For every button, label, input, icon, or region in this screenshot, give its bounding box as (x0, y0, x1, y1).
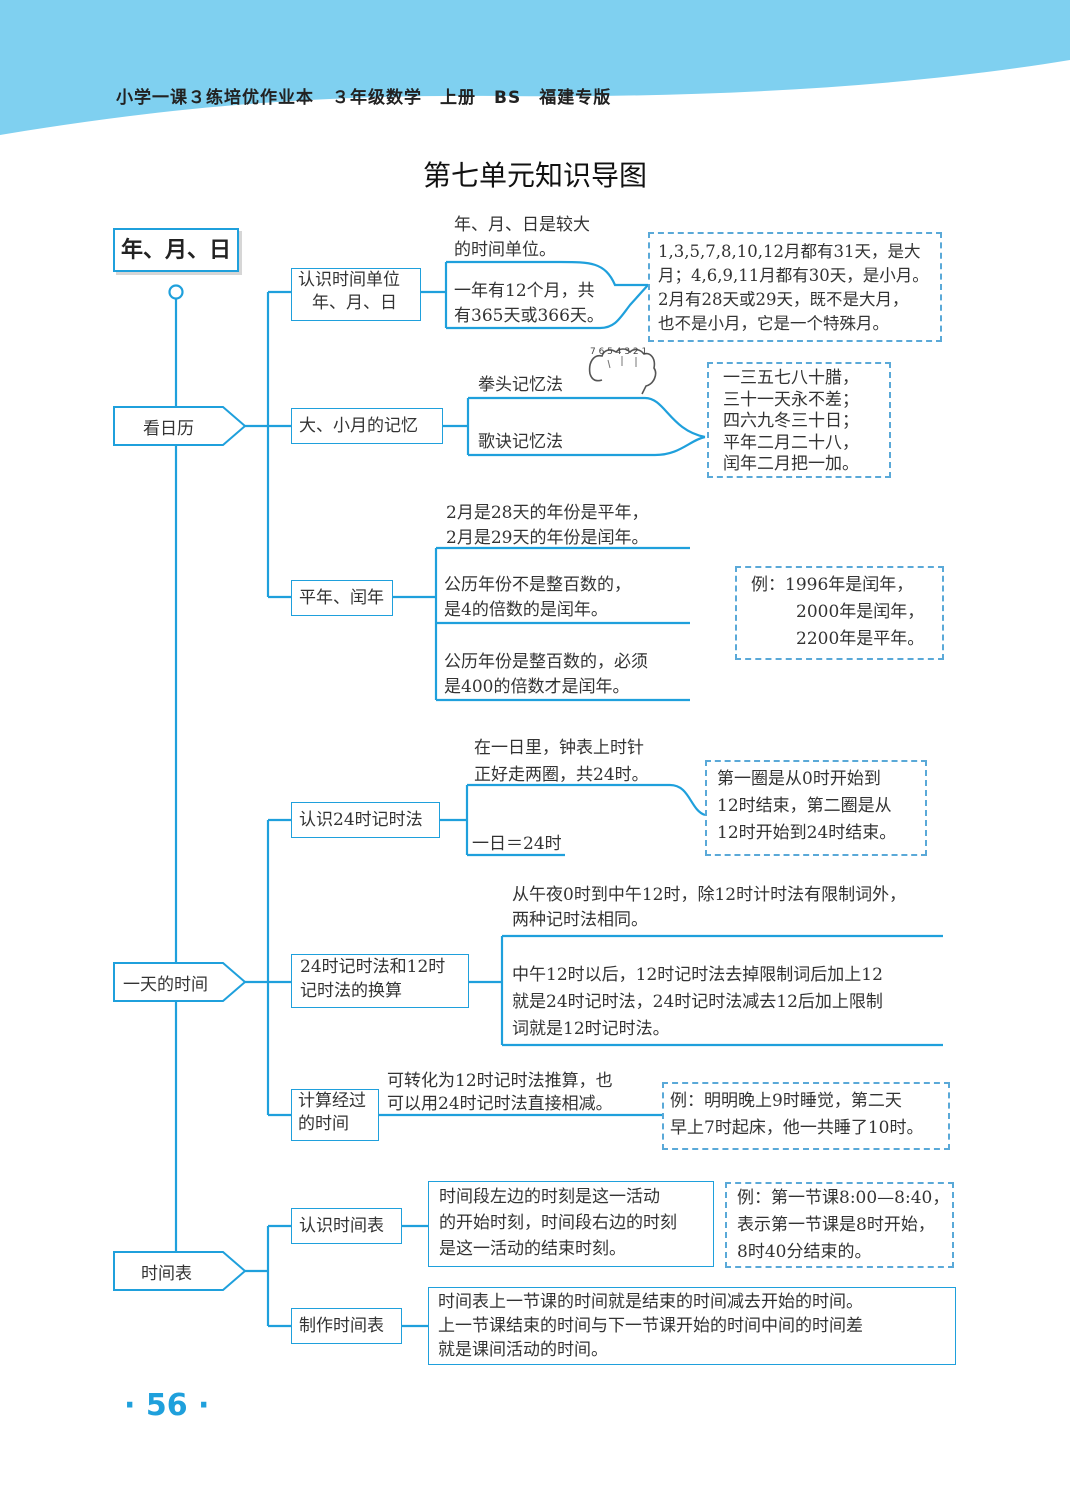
node-make-timetable-label: 制作时间表 (299, 1316, 384, 1336)
node-elapsed-line2: 的时间 (298, 1114, 349, 1134)
note-song-line: 一三五七八十腊， (723, 368, 859, 388)
note-24h-line: 第一圈是从0时开始到 (717, 769, 881, 789)
text-elapsed: 可转化为12时记时法推算，也 可以用24时记时法直接相减。 (387, 1070, 613, 1116)
text-units-a2: 的时间单位。 (454, 240, 556, 260)
note-leap-example: 例：1996年是闰年， 2000年是闰年， 2200年是平年。 (735, 566, 944, 660)
text-conv-b3: 词就是12时记时法。 (512, 1019, 670, 1039)
node-day: 一天的时间 (113, 962, 247, 1002)
note-timetable-line: 例：第一节课8:00—8:40， (737, 1188, 950, 1208)
box-timetable-read: 时间段左边的时刻是这一活动 的开始时刻，时间段右边的时刻 是这一活动的结束时刻。 (428, 1181, 714, 1267)
node-read-timetable: 认识时间表 (291, 1208, 402, 1244)
fist-icon: 7 6 5 4 3 2 1 (588, 347, 657, 395)
text-24h-a1: 在一日里，钟表上时针 (474, 738, 644, 758)
text-conv-b: 中午12时以后，12时记时法去掉限制词后加上12 就是24时记时法，24时记时法… (512, 962, 883, 1043)
text-leap-a2: 2月是29天的年份是闰年。 (446, 528, 649, 548)
text-leap-c: 公历年份是整百数的，必须 是400的倍数才是闰年。 (444, 650, 648, 700)
text-elapsed-a1: 可转化为12时记时法推算，也 (387, 1071, 613, 1091)
note-leap-line: 2000年是闰年， (796, 602, 925, 622)
text-units-a1: 年、月、日是较大 (454, 215, 590, 235)
node-make-timetable: 制作时间表 (291, 1308, 402, 1344)
text-elapsed-a2: 可以用24时记时法直接相减。 (387, 1094, 613, 1114)
text-leap-c1: 公历年份是整百数的，必须 (444, 652, 648, 672)
text-conv-a2: 两种记时法相同。 (512, 910, 648, 930)
box-timetable-read-line: 的开始时刻，时间段右边的时刻 (439, 1213, 677, 1233)
page-title: 第七单元知识导图 (422, 159, 647, 192)
text-conv-b2: 就是24时记时法，24时记时法减去12后加上限制 (512, 992, 883, 1012)
note-timetable-line: 8时40分结束的。 (737, 1242, 872, 1262)
note-song-line: 平年二月二十八， (723, 432, 859, 453)
box-timetable-read-line: 时间段左边的时刻是这一活动 (439, 1187, 660, 1207)
node-conversion-line2: 记时法的换算 (300, 981, 402, 1001)
node-calendar: 看日历 (113, 406, 247, 446)
text-fist-method: 拳头记忆法 (478, 375, 563, 395)
header-text: 小学一课３练培优作业本 ３年级数学 上册 BS 福建专版 (116, 88, 612, 108)
note-months: 1,3,5,7,8,10,12月都有31天，是大 月；4,6,9,11月都有30… (648, 232, 942, 342)
text-24h-a: 在一日里，钟表上时针 正好走两圈，共24时。 (474, 735, 649, 789)
note-24h: 第一圈是从0时开始到 12时结束，第二圈是从 12时开始到24时结束。 (705, 760, 927, 856)
page-number: · 56 · (124, 1388, 210, 1423)
text-conv-b1: 中午12时以后，12时记时法去掉限制词后加上12 (512, 965, 883, 985)
note-timetable: 例：第一节课8:00—8:40， 表示第一节课是8时开始， 8时40分结束的。 (725, 1182, 954, 1268)
text-units-b2: 有365天或366天。 (454, 306, 604, 326)
text-leap-b2: 是4的倍数的是闰年。 (444, 600, 608, 620)
node-elapsed-line1: 计算经过 (298, 1091, 366, 1111)
note-elapsed-line: 早上7时起床，他一共睡了10时。 (670, 1118, 924, 1138)
text-leap-b: 公历年份不是整百数的， 是4的倍数的是闰年。 (444, 573, 631, 623)
note-24h-line: 12时结束，第二圈是从 (717, 796, 892, 816)
fist-numbers: 7 6 5 4 3 2 1 (590, 347, 647, 357)
node-timetable: 时间表 (113, 1251, 247, 1291)
text-leap-b1: 公历年份不是整百数的， (444, 575, 631, 595)
text-leap-a1: 2月是28天的年份是平年， (446, 503, 649, 523)
note-elapsed-line: 例：明明晚上9时睡觉，第二天 (670, 1091, 902, 1111)
box-timetable-make-line: 上一节课结束的时间与下一节课开始的时间中间的时间差 (438, 1316, 863, 1336)
text-units-a: 年、月、日是较大 的时间单位。 (454, 213, 590, 263)
node-month-memory: 大、小月的记忆 (291, 408, 443, 444)
text-leap-c2: 是400的倍数才是闰年。 (444, 677, 630, 697)
note-timetable-line: 表示第一节课是8时开始， (737, 1215, 935, 1235)
text-leap-a: 2月是28天的年份是平年， 2月是29天的年份是闰年。 (446, 501, 648, 551)
node-leap-year: 平年、闰年 (291, 580, 393, 616)
note-months-line: 2月有28天或29天，既不是大月， (658, 290, 909, 309)
node-month-memory-label: 大、小月的记忆 (299, 416, 418, 436)
box-timetable-make-line: 就是课间活动的时间。 (438, 1340, 608, 1360)
node-time-units-line1: 认识时间单位 (298, 270, 400, 290)
node-24h-system: 认识24时记时法 (291, 802, 440, 838)
note-leap-line: 2200年是平年。 (796, 629, 925, 649)
node-conversion: 24时记时法和12时 记时法的换算 (291, 954, 469, 1008)
note-song-line: 闰年二月把一加。 (723, 454, 859, 474)
note-song-line: 三十一天永不差； (723, 389, 859, 410)
text-units-b1: 一年有12个月，共 (454, 281, 595, 301)
node-timetable-label: 时间表 (141, 1264, 192, 1284)
note-months-line: 也不是小月，它是一个特殊月。 (658, 314, 889, 333)
box-timetable-read-line: 是这一活动的结束时刻。 (439, 1239, 626, 1259)
node-leap-year-label: 平年、闰年 (299, 588, 384, 608)
note-24h-line: 12时开始到24时结束。 (717, 823, 897, 843)
text-24h-a2: 正好走两圈，共24时。 (474, 765, 649, 785)
node-elapsed-time: 计算经过 的时间 (291, 1089, 379, 1141)
node-read-timetable-label: 认识时间表 (299, 1216, 384, 1236)
node-time-units-line2: 年、月、日 (312, 293, 397, 313)
box-timetable-make-line: 时间表上一节课的时间就是结束的时间减去开始的时间。 (438, 1292, 863, 1312)
header-band (0, 0, 1070, 135)
note-months-line: 月；4,6,9,11月都有30天，是小月。 (658, 266, 929, 285)
note-elapsed: 例：明明晚上9时睡觉，第二天 早上7时起床，他一共睡了10时。 (662, 1082, 950, 1150)
node-time-units: 认识时间单位 年、月、日 (291, 268, 421, 321)
node-day-label: 一天的时间 (123, 975, 208, 995)
box-timetable-make: 时间表上一节课的时间就是结束的时间减去开始的时间。 上一节课结束的时间与下一节课… (428, 1287, 956, 1365)
node-calendar-label: 看日历 (143, 419, 194, 439)
note-leap-line: 例：1996年是闰年， (751, 575, 914, 595)
node-conversion-line1: 24时记时法和12时 (300, 957, 446, 977)
text-song-method: 歌诀记忆法 (478, 432, 563, 452)
note-months-line: 1,3,5,7,8,10,12月都有31天，是大 (658, 242, 921, 261)
text-units-b: 一年有12个月，共 有365天或366天。 (454, 279, 604, 329)
text-conv-a: 从午夜0时到中午12时，除12时计时法有限制词外， 两种记时法相同。 (512, 883, 906, 933)
note-song-line: 四六九冬三十日； (723, 411, 859, 431)
root-node: 年、月、日 (113, 228, 239, 272)
text-conv-a1: 从午夜0时到中午12时，除12时计时法有限制词外， (512, 885, 907, 905)
node-24h-system-label: 认识24时记时法 (299, 810, 423, 830)
note-song: 一三五七八十腊， 三十一天永不差； 四六九冬三十日； 平年二月二十八， 闰年二月… (707, 362, 891, 478)
text-24h-b: 一日＝24时 (472, 834, 562, 854)
